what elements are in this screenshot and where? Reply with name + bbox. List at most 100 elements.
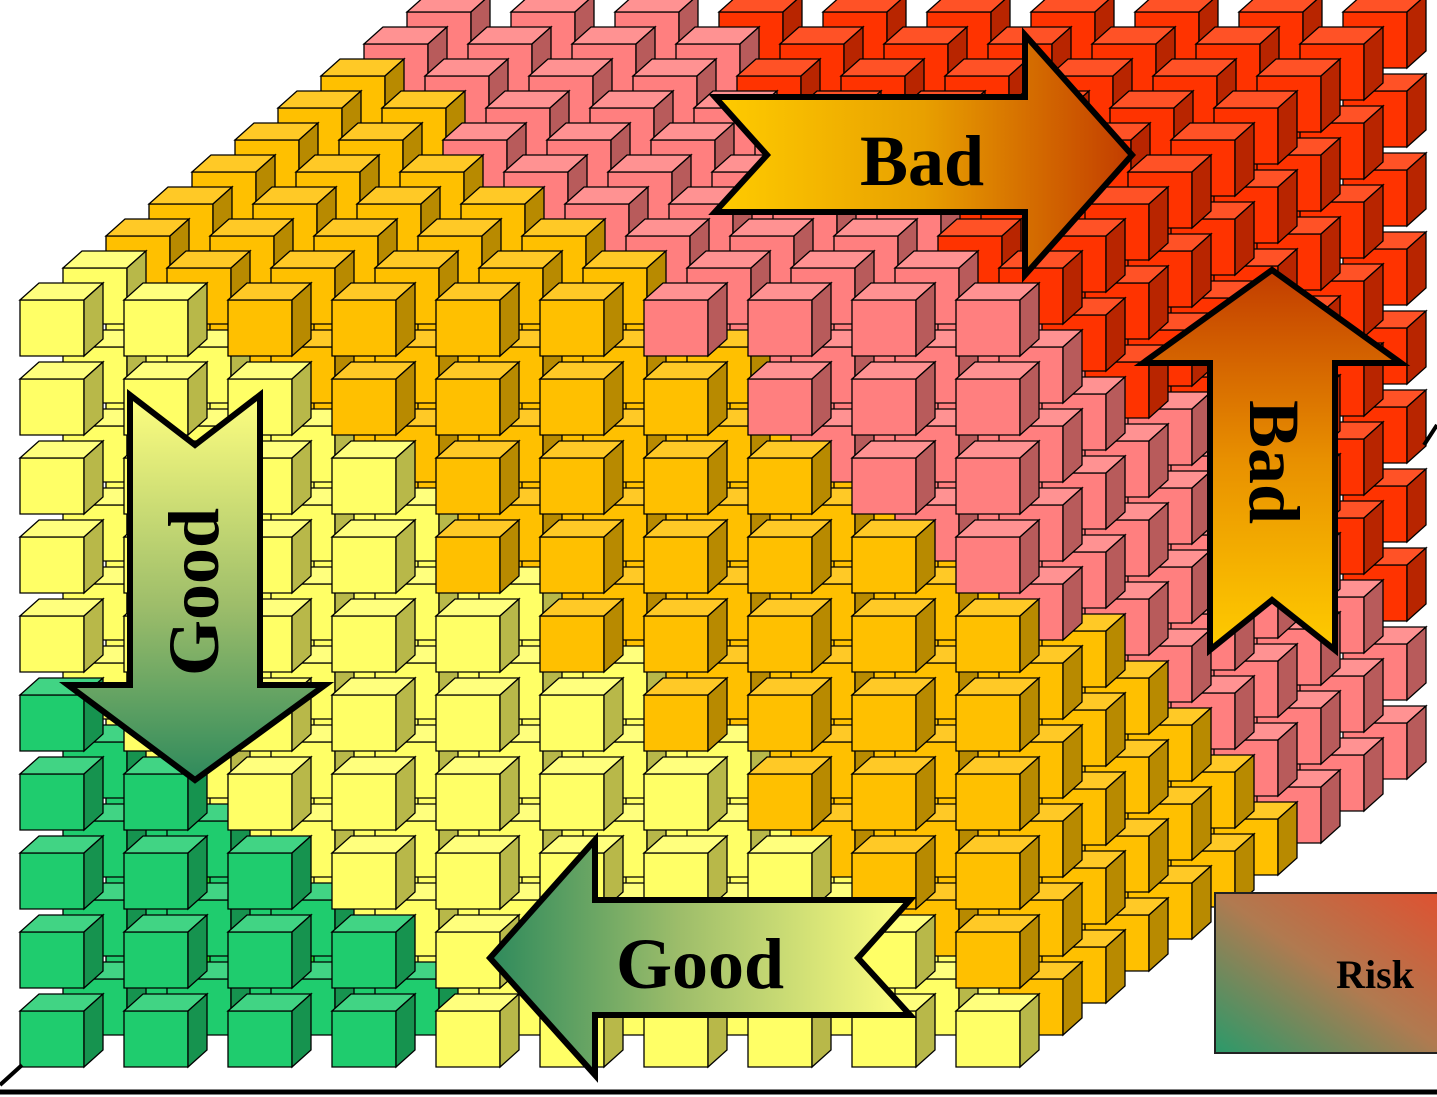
cube-front-face	[331, 931, 397, 989]
cube-side-face	[83, 281, 104, 358]
cube-side-face	[1148, 817, 1169, 894]
cube-side-face	[1062, 328, 1083, 405]
cube-side-face	[811, 834, 832, 911]
cube-side-face	[1277, 89, 1298, 166]
bad-right-arrow: Bad	[708, 27, 1137, 283]
cube-front-face	[123, 299, 189, 357]
cube-side-face	[1105, 849, 1126, 926]
cube-front-face	[123, 773, 189, 831]
cube-side-face	[1191, 706, 1212, 783]
cube-side-face	[1277, 800, 1298, 877]
cube-side-face	[291, 518, 312, 595]
cube-side-face	[1363, 262, 1384, 339]
cube-side-face	[395, 597, 416, 674]
cube-front-face	[851, 378, 917, 436]
cube-front-face	[435, 299, 501, 357]
cube-side-face	[811, 518, 832, 595]
cube-front-face	[851, 299, 917, 357]
cube-side-face	[499, 360, 520, 437]
cube-side-face	[915, 755, 936, 832]
cube-front-face	[955, 299, 1021, 357]
cube-front-face	[955, 773, 1021, 831]
cube-side-face	[499, 834, 520, 911]
cube-front-face	[955, 536, 1021, 594]
cube-front-face	[19, 378, 85, 436]
cube-side-face	[1019, 834, 1040, 911]
cube-side-face	[1019, 755, 1040, 832]
cube-front-face	[435, 378, 501, 436]
cube-side-face	[395, 834, 416, 911]
cube-front-face	[747, 1010, 813, 1068]
cube-side-face	[187, 360, 208, 437]
cube-front-face	[851, 536, 917, 594]
cube-front-face	[331, 773, 397, 831]
cube-side-face	[1320, 689, 1341, 766]
cube-front-face	[643, 378, 709, 436]
cube-side-face	[1062, 881, 1083, 958]
good-left-label: Good	[616, 924, 784, 1004]
cube-side-face	[1191, 232, 1212, 309]
cube-side-face	[1406, 467, 1427, 544]
cube-top-face	[717, 0, 798, 13]
cube-side-face	[1191, 864, 1212, 941]
cube-front-face	[435, 536, 501, 594]
cube-side-face	[291, 281, 312, 358]
cube-side-face	[1105, 217, 1126, 294]
cube-side-face	[395, 439, 416, 516]
bad-right-label: Bad	[860, 121, 984, 201]
cube-front-face	[123, 1010, 189, 1068]
cube-side-face	[811, 755, 832, 832]
cube-side-face	[1406, 546, 1427, 623]
cube-side-face	[1320, 57, 1341, 134]
cube-side-face	[1062, 723, 1083, 800]
cube-side-face	[603, 518, 624, 595]
cube-side-face	[915, 992, 936, 1069]
cube-side-face	[1406, 704, 1427, 781]
cube-front-face	[747, 457, 813, 515]
cube-side-face	[1406, 0, 1427, 70]
cube-side-face	[1320, 215, 1341, 292]
cube-front-face	[331, 1010, 397, 1068]
cube-side-face	[499, 597, 520, 674]
cube-side-face	[499, 281, 520, 358]
cube-side-face	[1277, 168, 1298, 245]
cube-side-face	[291, 913, 312, 990]
cube-side-face	[395, 913, 416, 990]
cube-side-face	[603, 676, 624, 753]
cube-side-face	[707, 360, 728, 437]
cube-side-face	[499, 992, 520, 1069]
cube-side-face	[1148, 738, 1169, 815]
cube-side-face	[395, 755, 416, 832]
cube-front-face	[227, 852, 293, 910]
cube-side-face	[291, 439, 312, 516]
cube-side-face	[1406, 388, 1427, 465]
cube-front-face	[539, 457, 605, 515]
cube-side-face	[915, 518, 936, 595]
cube-front-face	[851, 615, 917, 673]
axis-line-diagonal-right	[1422, 423, 1437, 447]
cube-front-face	[955, 931, 1021, 989]
cube-front-face	[747, 615, 813, 673]
cube-side-face	[291, 360, 312, 437]
cube-side-face	[83, 913, 104, 990]
cube-front-face	[435, 694, 501, 752]
cube-side-face	[1234, 121, 1255, 198]
cube-side-face	[1148, 422, 1169, 499]
cube-side-face	[1363, 499, 1384, 576]
cube-front-face	[539, 536, 605, 594]
risk-legend-label: Risk	[1336, 952, 1415, 997]
cube-side-face	[1363, 420, 1384, 497]
cube-side-face	[1363, 578, 1384, 655]
cube-front-face	[851, 773, 917, 831]
cube-side-face	[915, 281, 936, 358]
axis-line-diagonal-left	[0, 1063, 24, 1087]
cube-side-face	[1019, 992, 1040, 1069]
cube-side-face	[1191, 785, 1212, 862]
cube-side-face	[1406, 151, 1427, 228]
cube-side-face	[499, 676, 520, 753]
cube-side-face	[811, 439, 832, 516]
cube-front-face	[539, 299, 605, 357]
cube-top-face	[925, 0, 1006, 13]
cube-side-face	[1191, 153, 1212, 230]
cube-front-face	[19, 299, 85, 357]
